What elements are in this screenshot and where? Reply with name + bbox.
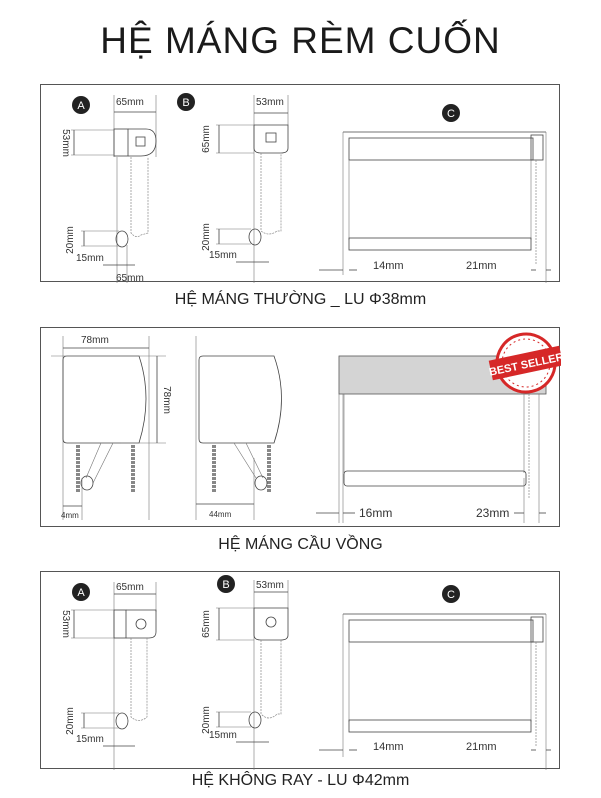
svg-text:14mm: 14mm — [373, 260, 404, 272]
svg-text:53mm: 53mm — [60, 610, 71, 638]
svg-text:20mm: 20mm — [201, 223, 212, 251]
svg-text:78mm: 78mm — [81, 335, 109, 346]
svg-text:53mm: 53mm — [60, 129, 71, 157]
bracket-b: B 53mm 65mm 20mm 15mm — [201, 575, 289, 770]
svg-text:65mm: 65mm — [116, 582, 144, 593]
svg-text:78mm: 78mm — [161, 386, 172, 414]
svg-text:44mm: 44mm — [209, 510, 232, 519]
svg-text:14mm: 14mm — [373, 741, 404, 753]
roller-front-view: C 14mm 21mm — [319, 585, 551, 770]
svg-text:65mm: 65mm — [116, 273, 144, 283]
bracket-a: A 65mm 53mm 20mm 15mm 65mm — [60, 95, 157, 283]
svg-text:4mm: 4mm — [61, 511, 79, 520]
svg-text:A: A — [77, 587, 85, 599]
caption-standard-bracket: HỆ MÁNG THƯỜNG _ LU Φ38mm — [174, 291, 427, 308]
svg-text:65mm: 65mm — [201, 610, 212, 638]
svg-text:21mm: 21mm — [466, 260, 497, 272]
svg-text:15mm: 15mm — [76, 734, 104, 745]
bracket-a: A 65mm 53mm 20mm 15mm — [60, 582, 157, 770]
svg-text:20mm: 20mm — [65, 707, 76, 735]
caption-rainbow-bracket: HỆ MÁNG CẦU VỒNG — [218, 536, 383, 553]
svg-text:C: C — [447, 589, 455, 601]
svg-text:C: C — [447, 108, 455, 120]
best-seller-badge: BEST SELLER — [488, 332, 561, 394]
bracket-b: B 53mm 65mm 20mm 15mm — [177, 93, 289, 283]
svg-text:23mm: 23mm — [476, 506, 509, 520]
panel-standard-bracket: A 65mm 53mm 20mm 15mm 65mm B 53mm 65mm 2… — [40, 84, 560, 283]
svg-text:65mm: 65mm — [201, 125, 212, 153]
rainbow-bracket-diagram: 78mm 78mm 4mm 44mm 16mm 23mm BEST — [51, 332, 561, 523]
caption-railless-bracket: HỆ KHÔNG RAY - LU Φ42mm — [191, 772, 410, 789]
rainbow-bracket-side: 78mm 78mm 4mm — [51, 335, 172, 520]
svg-text:20mm: 20mm — [65, 226, 76, 254]
svg-text:B: B — [182, 97, 189, 109]
svg-text:20mm: 20mm — [201, 706, 212, 734]
panel-railless-bracket: A 65mm 53mm 20mm 15mm B 53mm 65mm 20mm 1… — [40, 571, 560, 770]
roller-front-view: C 14mm 21mm — [319, 104, 551, 283]
svg-text:53mm: 53mm — [256, 580, 284, 591]
svg-text:16mm: 16mm — [359, 506, 392, 520]
svg-text:65mm: 65mm — [116, 97, 144, 108]
standard-bracket-diagram: A 65mm 53mm 20mm 15mm 65mm B 53mm 65mm 2… — [60, 93, 551, 283]
svg-text:A: A — [77, 100, 85, 112]
svg-text:15mm: 15mm — [209, 730, 237, 741]
railless-bracket-diagram: A 65mm 53mm 20mm 15mm B 53mm 65mm 20mm 1… — [60, 575, 551, 770]
page-title: HỆ MÁNG RÈM CUỐN — [100, 20, 501, 61]
svg-text:21mm: 21mm — [466, 741, 497, 753]
panel-rainbow-bracket: 78mm 78mm 4mm 44mm 16mm 23mm BEST — [40, 327, 561, 527]
svg-text:53mm: 53mm — [256, 97, 284, 108]
svg-text:15mm: 15mm — [76, 253, 104, 264]
svg-text:15mm: 15mm — [209, 250, 237, 261]
rainbow-bracket-side-2: 44mm — [195, 336, 282, 520]
svg-text:B: B — [222, 579, 229, 591]
